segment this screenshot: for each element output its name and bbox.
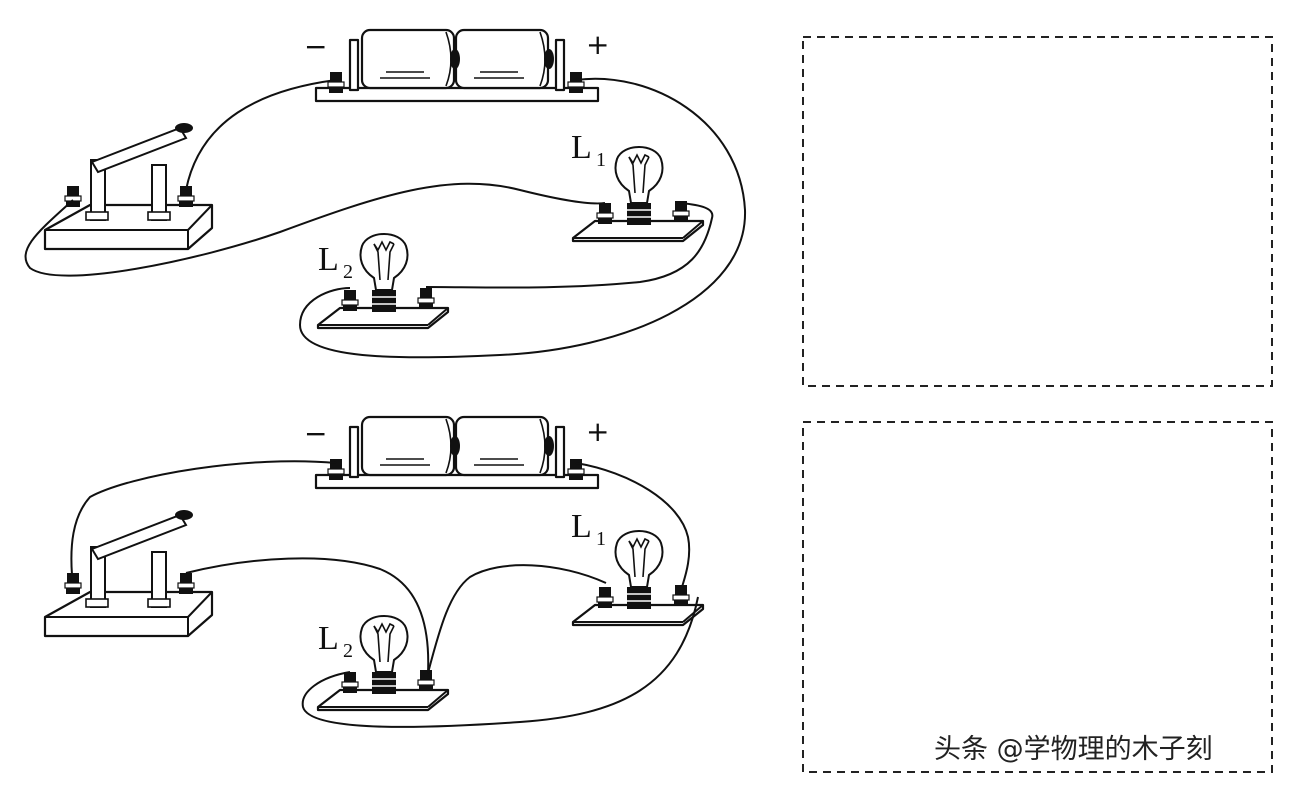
lamp-l2-subscript: 2 — [343, 640, 353, 662]
battery-plus-sign: + — [586, 415, 609, 448]
lamp-l2-label: L — [318, 620, 339, 657]
circuit-a: − + L 1 L 2 — [24, 28, 747, 359]
battery-minus-sign: − — [304, 417, 327, 450]
battery-minus-sign: − — [304, 30, 327, 63]
answer-box-bottom — [802, 421, 1273, 773]
circuit-b: − + L 1 L 2 — [45, 415, 703, 728]
lamp-l1-a — [573, 147, 703, 241]
lamp-l2-subscript: 2 — [343, 261, 353, 283]
lamp-l1-label: L — [571, 129, 592, 166]
lamp-l2-label: L — [318, 241, 339, 278]
answer-box-top — [802, 36, 1273, 387]
lamp-l1-subscript: 1 — [596, 149, 606, 171]
battery-plus-sign: + — [586, 28, 609, 61]
battery-a — [316, 30, 598, 101]
watermark-text: 头条 @学物理的木子刻 — [934, 734, 1213, 765]
battery-b — [316, 417, 598, 488]
lamp-l1-subscript: 1 — [596, 528, 606, 550]
lamp-l1-label: L — [571, 508, 592, 545]
